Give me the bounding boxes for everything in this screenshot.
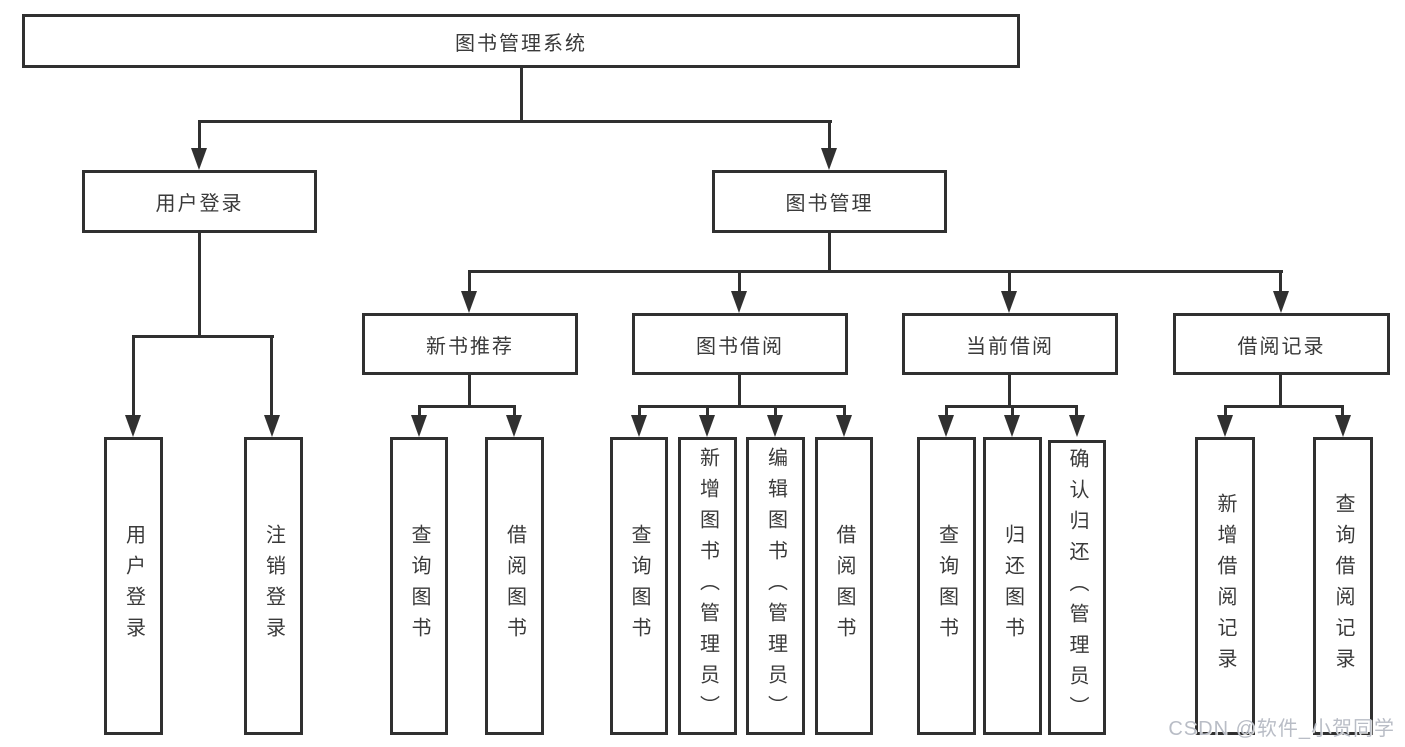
connector-rail-user-login xyxy=(132,335,274,338)
node-label: 图书管理 xyxy=(785,193,874,215)
leaf-query-book: 查询图书 xyxy=(610,437,668,735)
leaf-confirm-return-admin: 确认归还（管理员） xyxy=(1048,440,1106,735)
leaf-return-book: 归还图书 xyxy=(983,437,1042,735)
connector-rail-new-book xyxy=(418,405,516,408)
connector-stem-current xyxy=(1008,270,1011,293)
arrowhead-leaf xyxy=(411,415,427,437)
arrowhead-book-mgmt xyxy=(821,148,837,170)
arrowhead-leaf xyxy=(506,415,522,437)
leaf-add-book-admin: 新增图书（管理员） xyxy=(678,437,737,735)
connector-stem-leaf xyxy=(418,405,421,418)
node-label: 当前借阅 xyxy=(966,335,1054,358)
connector-new-book-stem xyxy=(468,375,471,408)
leaf-query-book: 查询图书 xyxy=(390,437,448,735)
node-label: 确认归还（管理员） xyxy=(1066,448,1088,727)
leaf-edit-book-admin: 编辑图书（管理员） xyxy=(746,437,805,735)
connector-stem-borrow xyxy=(738,270,741,293)
arrowhead-records xyxy=(1273,291,1289,313)
arrowhead-leaf xyxy=(1217,415,1233,437)
node-label: 新增借阅记录 xyxy=(1214,493,1236,679)
connector-stem-leaf xyxy=(270,335,273,419)
node-label: 新增图书（管理员） xyxy=(696,446,719,726)
node-label: 借阅记录 xyxy=(1237,335,1326,358)
node-label: 借阅图书 xyxy=(503,524,526,648)
node-label: 用户登录 xyxy=(122,524,145,648)
node-label: 查询借阅记录 xyxy=(1332,493,1354,679)
connector-stem-leaf xyxy=(1341,405,1344,418)
leaf-query-book: 查询图书 xyxy=(917,437,976,735)
leaf-borrow-book: 借阅图书 xyxy=(815,437,873,735)
connector-stem-leaf xyxy=(1224,405,1227,418)
connector-stem-user-login xyxy=(198,120,201,150)
node-label: 用户登录 xyxy=(155,193,244,215)
node-current-borrow: 当前借阅 xyxy=(902,313,1118,375)
connector-stem-leaf xyxy=(638,405,641,418)
node-label: 查询图书 xyxy=(408,524,430,648)
node-library-system: 图书管理系统 xyxy=(22,14,1020,68)
node-user-login: 用户登录 xyxy=(82,170,317,233)
node-borrow-records: 借阅记录 xyxy=(1173,313,1390,375)
connector-current-stem xyxy=(1008,375,1011,408)
arrowhead-leaf xyxy=(699,415,715,437)
connector-root-stem xyxy=(520,68,523,121)
arrowhead-leaf xyxy=(1069,415,1085,437)
node-label: 编辑图书（管理员） xyxy=(764,446,787,726)
csdn-watermark: CSDN @软件_小贺同学 xyxy=(1168,718,1395,740)
arrowhead-leaf xyxy=(938,415,954,437)
connector-stem-leaf xyxy=(1011,405,1014,418)
connector-rail-borrow xyxy=(638,405,845,408)
connector-stem-leaf xyxy=(774,405,777,418)
arrowhead-user-login xyxy=(191,148,207,170)
connector-stem-leaf xyxy=(945,405,948,418)
arrowhead-leaf xyxy=(125,415,141,437)
connector-stem-leaf xyxy=(132,335,135,419)
connector-rail-level3 xyxy=(468,270,1283,273)
leaf-user-login: 用户登录 xyxy=(104,437,163,735)
connector-rail-records xyxy=(1224,405,1344,408)
connector-records-stem xyxy=(1279,375,1282,408)
leaf-query-borrow-record: 查询借阅记录 xyxy=(1313,437,1373,735)
node-label: 归还图书 xyxy=(1001,524,1024,648)
arrowhead-current xyxy=(1001,291,1017,313)
connector-stem-leaf xyxy=(706,405,709,418)
connector-stem-leaf xyxy=(513,405,516,418)
connector-borrow-stem xyxy=(738,375,741,408)
arrowhead-leaf xyxy=(264,415,280,437)
node-label: 新书推荐 xyxy=(426,335,514,358)
connector-user-login-stem xyxy=(198,233,201,337)
leaf-add-borrow-record: 新增借阅记录 xyxy=(1195,437,1255,735)
leaf-borrow-book: 借阅图书 xyxy=(485,437,544,735)
connector-stem-records xyxy=(1279,270,1282,293)
node-label: 借阅图书 xyxy=(833,524,855,648)
connector-book-mgmt-stem xyxy=(828,233,831,273)
connector-stem-new-book xyxy=(468,270,471,293)
node-book-management: 图书管理 xyxy=(712,170,947,233)
connector-stem-leaf xyxy=(843,405,846,418)
arrowhead-new-book xyxy=(461,291,477,313)
node-new-book-recommend: 新书推荐 xyxy=(362,313,578,375)
arrowhead-leaf xyxy=(836,415,852,437)
connector-stem-book-mgmt xyxy=(828,120,831,150)
arrowhead-borrow xyxy=(731,291,747,313)
leaf-logout: 注销登录 xyxy=(244,437,303,735)
node-label: 查询图书 xyxy=(628,524,650,648)
arrowhead-leaf xyxy=(767,415,783,437)
node-label: 查询图书 xyxy=(935,524,958,648)
arrowhead-leaf xyxy=(1335,415,1351,437)
node-label: 注销登录 xyxy=(262,524,285,648)
node-label: 图书管理系统 xyxy=(455,32,587,55)
node-book-borrow: 图书借阅 xyxy=(632,313,848,375)
arrowhead-leaf xyxy=(631,415,647,437)
connector-stem-leaf xyxy=(1075,405,1078,418)
arrowhead-leaf xyxy=(1004,415,1020,437)
connector-rail-level2 xyxy=(198,120,832,123)
node-label: 图书借阅 xyxy=(696,335,784,358)
